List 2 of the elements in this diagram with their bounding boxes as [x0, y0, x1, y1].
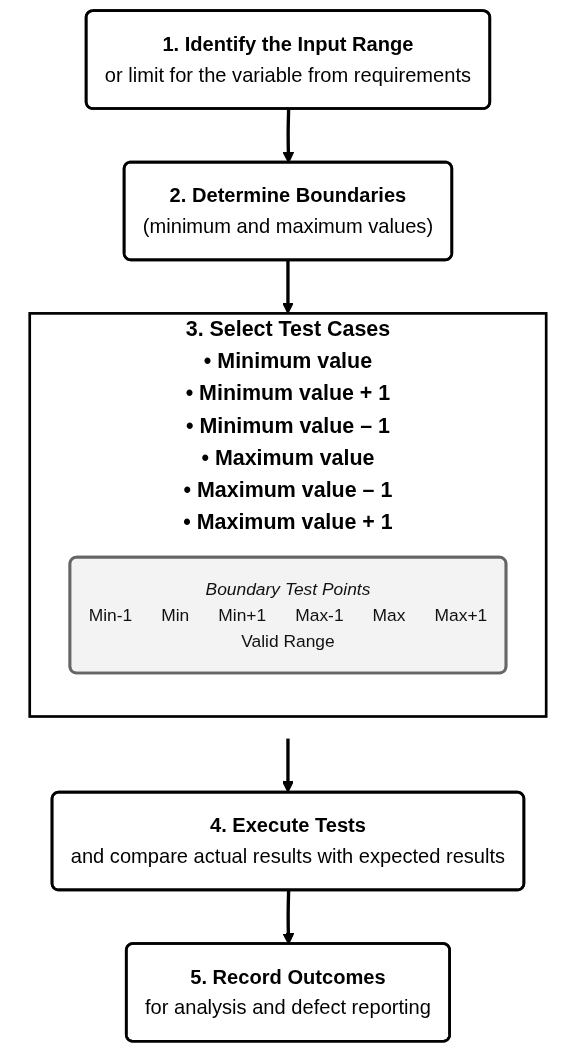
arrow [282, 259, 294, 314]
arrow [282, 738, 294, 793]
